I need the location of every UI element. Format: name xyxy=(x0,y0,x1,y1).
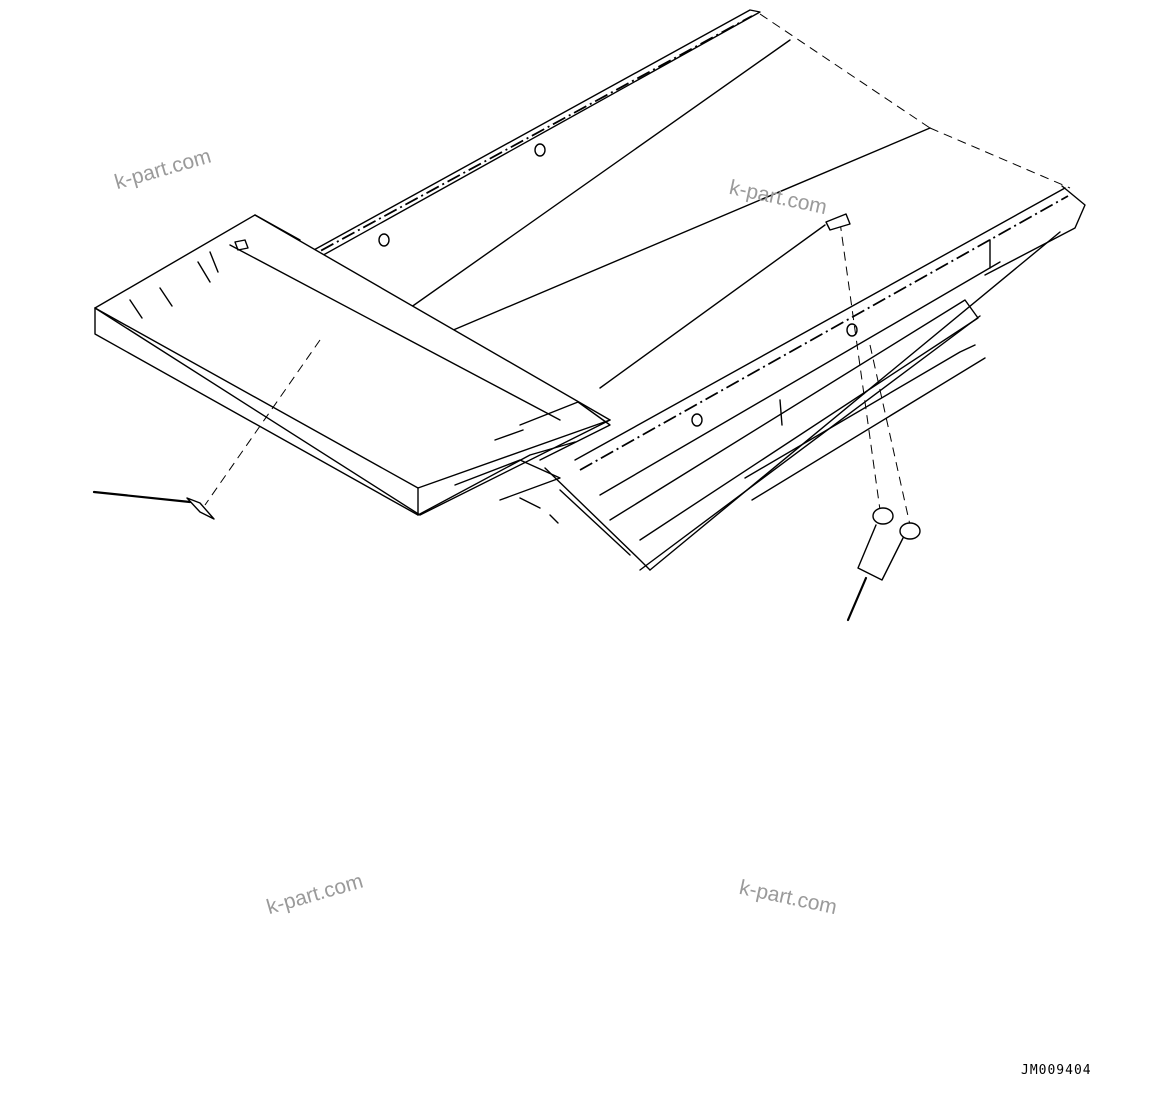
left-frame-beam xyxy=(94,214,611,516)
top-plate xyxy=(291,9,1086,389)
pin-pair xyxy=(846,507,921,622)
key-leader-line xyxy=(204,339,321,506)
right-channel-rail xyxy=(574,187,1069,571)
mounting-bracket xyxy=(454,401,651,571)
clip-part xyxy=(825,213,851,231)
key-part xyxy=(92,490,215,520)
drawing-reference-code: JM009404 xyxy=(1021,1063,1092,1078)
pin-leader-line-b xyxy=(869,344,911,526)
pin-leader-line-a xyxy=(839,221,881,511)
